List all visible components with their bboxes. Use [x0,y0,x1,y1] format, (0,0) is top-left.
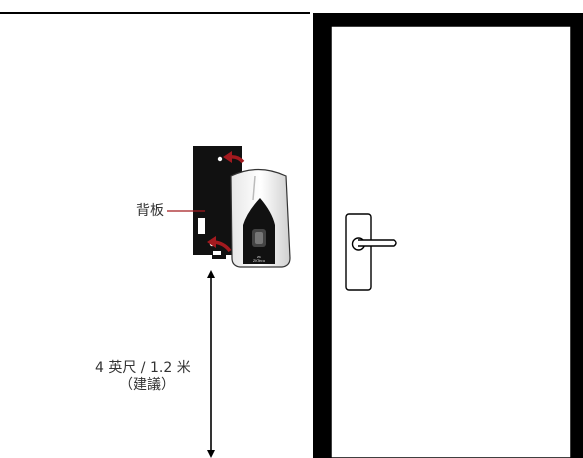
backplate-body [193,146,242,259]
fingerprint-window [255,232,263,244]
device-small-text: ZK [257,255,262,259]
height-value-label: 4 英尺 / 1.2 米 [95,360,191,376]
backplate-hole-top [217,156,223,162]
mounting-arrows [207,151,245,253]
handle-lever [358,239,397,247]
backplate-notch [213,251,221,255]
dimension-arrowhead-top [207,270,215,278]
height-note-label: （建議） [119,377,175,393]
height-dimension-arrow [207,270,215,458]
door-lever-handle-icon [345,213,397,291]
arrow-top-head [223,151,232,163]
fingerprint-reader-icon: ZK ZKTeco [230,168,291,268]
device-highlight [252,175,256,201]
dimension-arrowhead-bottom [207,450,215,458]
device-brand-text: ZKTeco [253,259,265,263]
backplate-slot [198,218,205,234]
backplate-label: 背板 [136,203,164,219]
handle-plate [345,213,372,291]
arrow-bottom-head [207,236,216,248]
